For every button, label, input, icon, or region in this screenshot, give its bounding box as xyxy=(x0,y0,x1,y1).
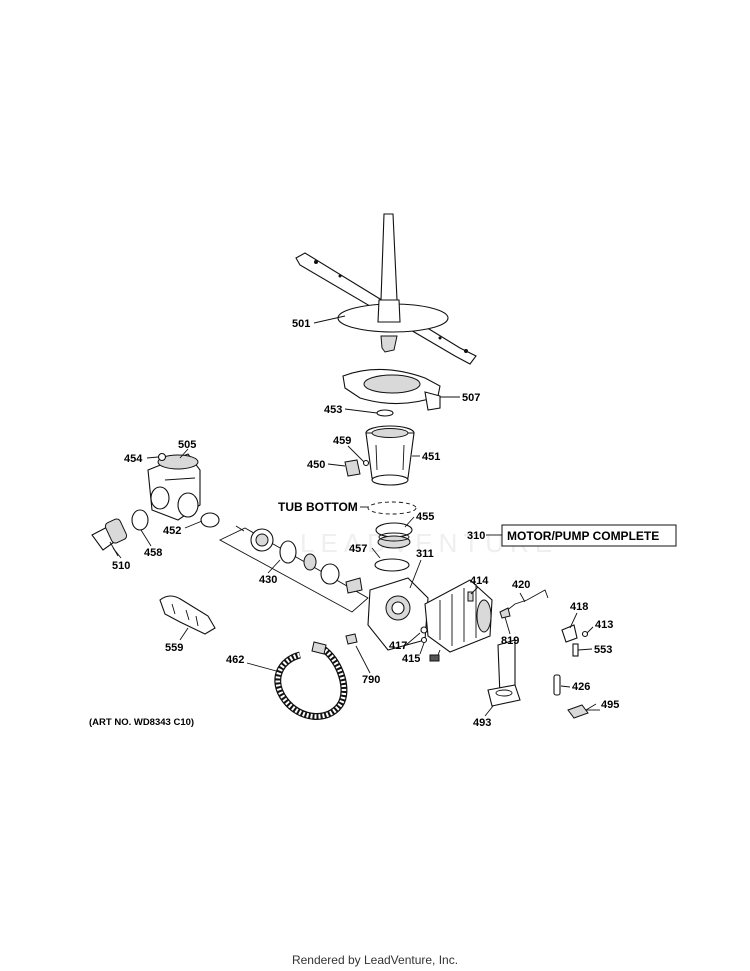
label-426: 426 xyxy=(572,681,590,693)
label-790: 790 xyxy=(362,674,380,686)
pump-kit-part xyxy=(219,525,369,613)
mount-bracket-part xyxy=(487,639,521,707)
wire-part xyxy=(504,589,549,613)
label-454: 454 xyxy=(124,453,143,465)
tub-bottom-ring xyxy=(367,501,417,515)
pump-tube-part xyxy=(365,425,415,486)
art-number: (ART NO. WD8343 C10) xyxy=(89,717,194,728)
fitting-790-part xyxy=(345,633,358,645)
fitting-part xyxy=(499,607,511,619)
screw-part xyxy=(362,459,370,467)
motor-pump-part xyxy=(367,577,493,662)
label-819: 819 xyxy=(501,635,519,647)
label-507: 507 xyxy=(462,392,480,404)
label-tub-bottom: TUB BOTTOM xyxy=(278,500,358,514)
label-430: 430 xyxy=(259,574,277,586)
label-310: 310 xyxy=(467,530,485,542)
motor-pump-box xyxy=(501,524,677,547)
label-553: 553 xyxy=(594,644,612,656)
label-414: 414 xyxy=(470,575,489,587)
label-457: 457 xyxy=(349,543,367,555)
label-452: 452 xyxy=(163,525,181,537)
small-ring-part xyxy=(157,452,167,462)
seal-part xyxy=(375,522,413,549)
label-418: 418 xyxy=(570,601,588,613)
label-501: 501 xyxy=(292,318,310,330)
label-451: 451 xyxy=(422,451,440,463)
label-453: 453 xyxy=(324,404,342,416)
clip-part xyxy=(344,459,361,477)
label-417: 417 xyxy=(389,640,407,652)
label-462: 462 xyxy=(226,654,244,666)
label-450: 450 xyxy=(307,459,325,471)
washer-part xyxy=(420,626,428,634)
label-motor-pump-complete: MOTOR/PUMP COMPLETE xyxy=(507,529,659,543)
label-559: 559 xyxy=(165,642,183,654)
label-458: 458 xyxy=(144,547,162,559)
drain-valve-part xyxy=(91,518,128,557)
drain-hose-part xyxy=(274,641,348,720)
label-455: 455 xyxy=(416,511,434,523)
label-459: 459 xyxy=(333,435,351,447)
seal-ring-part xyxy=(131,509,149,531)
connector-part xyxy=(567,704,589,719)
label-415: 415 xyxy=(402,653,420,665)
label-420: 420 xyxy=(512,579,530,591)
label-505: 505 xyxy=(178,439,196,451)
o-ring-part xyxy=(376,409,394,417)
label-495: 495 xyxy=(601,699,619,711)
nut-part xyxy=(420,636,428,644)
arm-support-part xyxy=(342,368,441,411)
pin-553-part xyxy=(572,643,579,657)
spray-arm-part xyxy=(295,213,477,365)
label-413: 413 xyxy=(595,619,613,631)
bracket-418-part xyxy=(561,624,578,643)
sensor-part xyxy=(553,674,561,696)
screw-414-part xyxy=(467,591,474,602)
leader-lines xyxy=(112,315,597,717)
clamp-part xyxy=(374,558,410,572)
label-311: 311 xyxy=(416,548,434,560)
label-493: 493 xyxy=(473,717,491,729)
hose-clamp-part xyxy=(200,512,220,528)
fastener-413-part xyxy=(581,630,589,638)
manifold-part xyxy=(147,453,201,521)
label-510: 510 xyxy=(112,560,130,572)
footer-credit: Rendered by LeadVenture, Inc. xyxy=(291,953,459,967)
